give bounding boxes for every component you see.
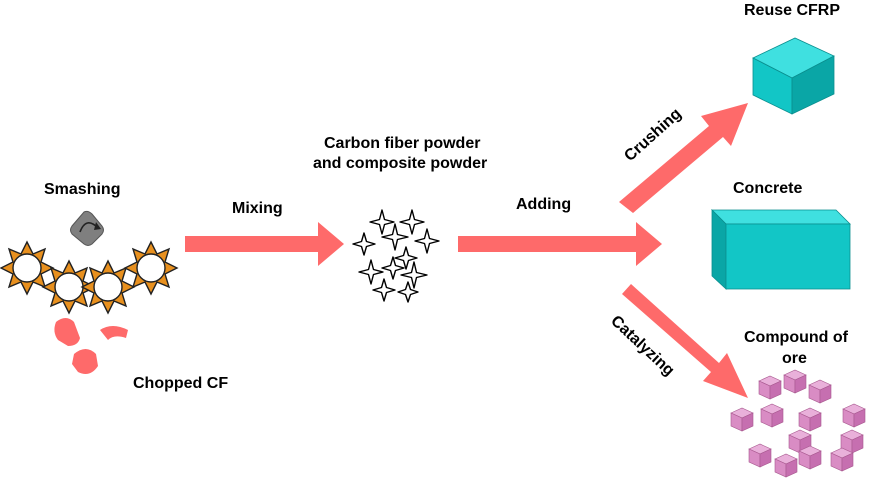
ore-cube	[730, 407, 754, 432]
ore-cube	[758, 375, 782, 400]
ore-cube	[808, 379, 832, 404]
label-adding: Adding	[516, 196, 571, 213]
ore-cube	[783, 369, 807, 394]
label-smashing: Smashing	[44, 181, 120, 198]
label-chopped-cf: Chopped CF	[133, 375, 228, 392]
roller-2	[41, 259, 97, 315]
ore-cube	[798, 407, 822, 432]
cfrp-cube-icon	[752, 37, 835, 115]
label-mixing: Mixing	[232, 200, 283, 217]
arrow-mixing	[185, 222, 344, 266]
label-concrete: Concrete	[733, 180, 802, 197]
powder-sparkles-icon	[352, 209, 440, 303]
label-powder-line2: and composite powder	[313, 155, 487, 172]
label-reuse-cfrp: Reuse CFRP	[744, 2, 840, 19]
crusher-rollers-icon	[0, 240, 179, 315]
arrow-catalyzing	[622, 284, 748, 398]
roller-4	[123, 240, 179, 296]
ore-cube	[760, 403, 784, 428]
ore-cube	[774, 453, 798, 478]
label-compound-line2: ore	[782, 350, 807, 367]
arrow-crushing	[619, 103, 748, 213]
ore-cubes-icon	[730, 369, 866, 478]
roller-3	[80, 259, 136, 315]
ore-cube	[830, 447, 854, 472]
arrow-adding	[458, 222, 662, 266]
label-powder-line1: Carbon fiber powder	[324, 135, 480, 152]
ore-cube	[798, 445, 822, 470]
rotation-arrow-icon	[70, 210, 104, 246]
ore-cube	[748, 443, 772, 468]
ore-cube	[842, 403, 866, 428]
label-compound-line1: Compound of	[744, 329, 849, 346]
roller-1	[0, 240, 55, 296]
chopped-fiber-pieces-icon	[54, 318, 128, 374]
concrete-block-icon	[711, 209, 851, 290]
